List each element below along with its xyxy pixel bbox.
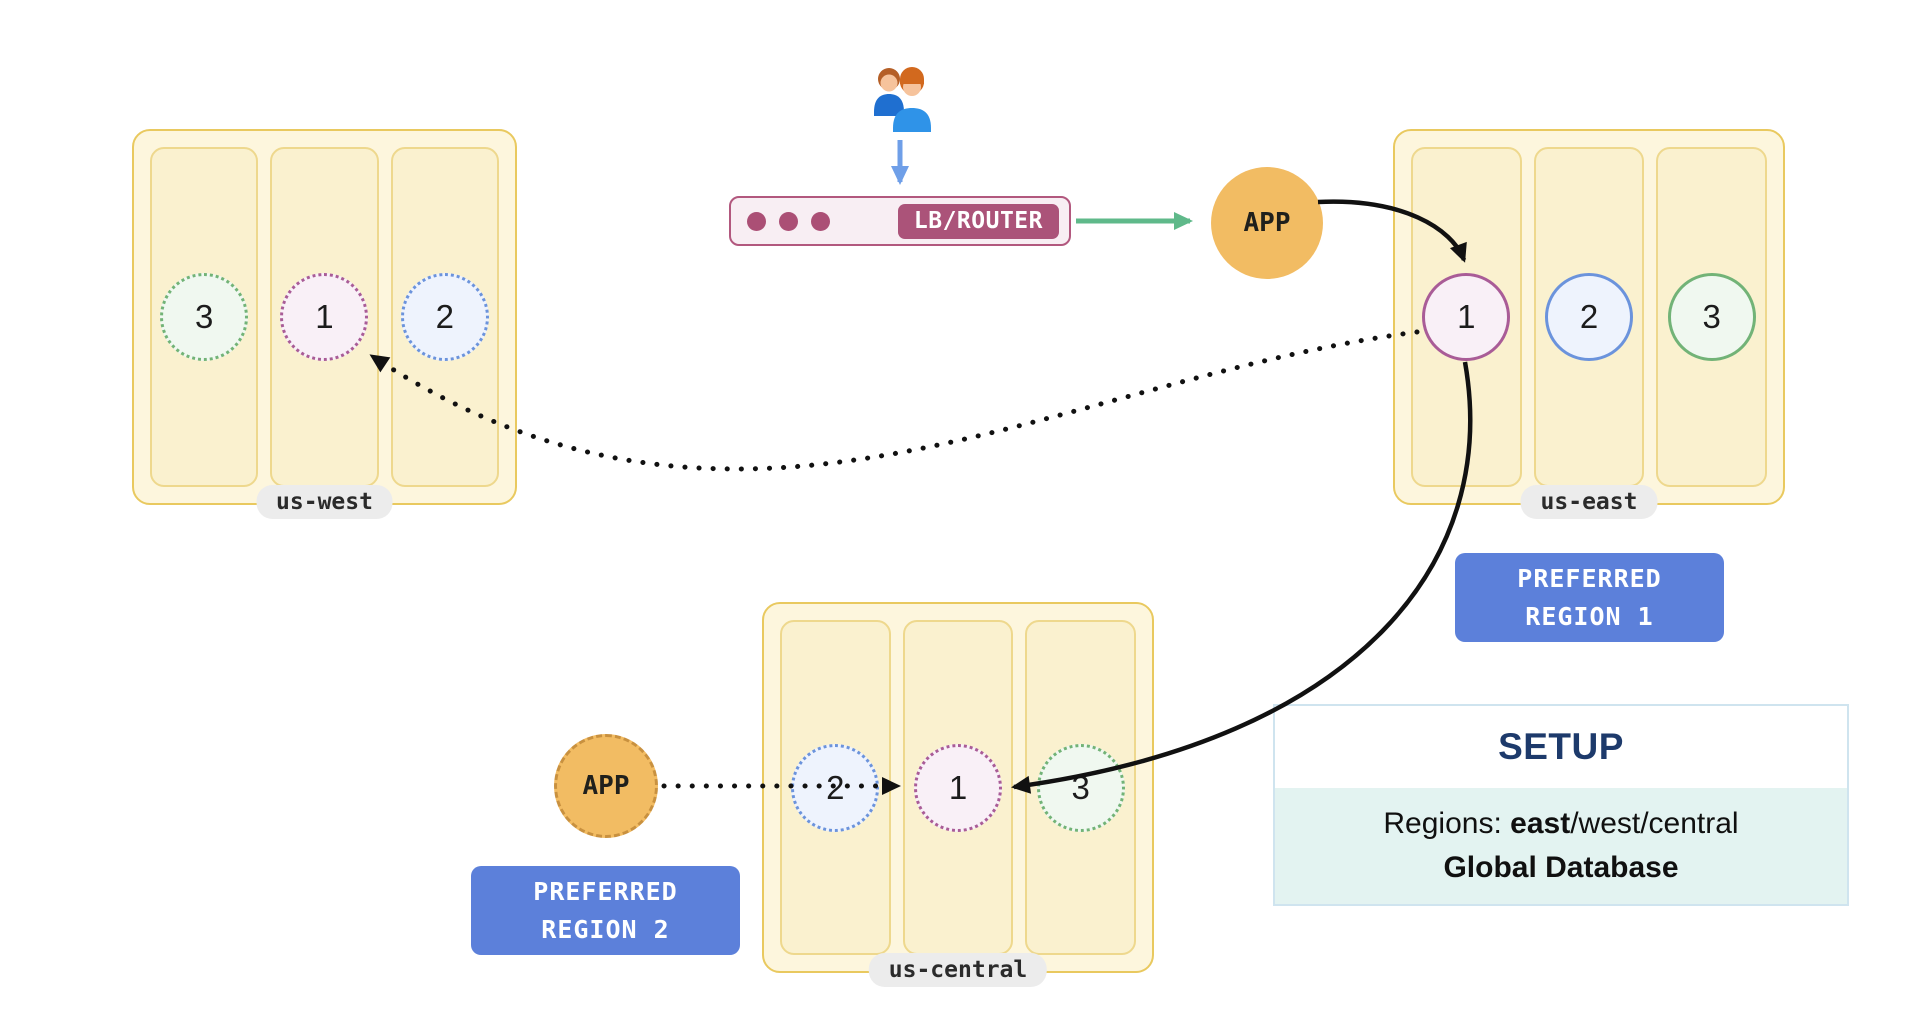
lb-dot — [747, 211, 766, 231]
az-column: 3 — [1656, 147, 1768, 487]
lb-router-badge: LB/ROUTER — [897, 203, 1059, 239]
setup-title: SETUP — [1498, 726, 1624, 767]
node-label: 2 — [1579, 298, 1599, 335]
app-node-primary: APP — [1211, 167, 1323, 279]
az-column: 2 — [1533, 147, 1645, 487]
az-column: 3 — [1025, 620, 1137, 955]
preferred-region-2-badge: PREFERRED REGION 2 — [471, 866, 740, 955]
users-icon — [874, 67, 931, 132]
replica-node: 2 — [400, 273, 489, 361]
region-us-central: 2 1 3 us-central — [762, 602, 1154, 987]
replica-node: 1 — [1422, 273, 1511, 361]
node-label: 3 — [1702, 298, 1721, 335]
replica-node: 3 — [160, 273, 249, 361]
region-label-us-central: us-central — [868, 953, 1048, 987]
az-column: 2 — [390, 147, 499, 487]
region-label-us-west: us-west — [256, 485, 393, 519]
lb-router: LB/ROUTER — [729, 196, 1071, 246]
replica-node: 3 — [1667, 273, 1756, 361]
node-label: 1 — [1457, 298, 1476, 335]
replica-node: 2 — [1545, 273, 1633, 361]
replica-node: 2 — [791, 743, 880, 832]
az-column: 1 — [270, 147, 379, 487]
setup-regions-line: Regions: east/west/central — [1383, 807, 1738, 841]
replica-node: 1 — [280, 273, 369, 361]
node-label: 2 — [435, 298, 454, 335]
node-label: 3 — [1071, 768, 1090, 806]
node-label: 3 — [194, 298, 214, 335]
setup-regions-rest: /west/central — [1570, 807, 1739, 840]
setup-regions-east: east — [1510, 807, 1571, 840]
region-us-east: 1 2 3 us-east — [1393, 129, 1785, 519]
region-us-west: 3 1 2 us-west — [132, 129, 517, 519]
app-label: APP — [582, 771, 630, 801]
app-label: APP — [1243, 208, 1291, 238]
setup-body: Regions: east/west/central Global Databa… — [1275, 788, 1847, 904]
setup-regions-prefix: Regions: — [1383, 807, 1511, 840]
replica-node: 1 — [914, 743, 1002, 832]
az-column: 3 — [150, 147, 259, 487]
lb-dot — [811, 211, 830, 231]
az-column: 1 — [902, 620, 1014, 955]
arrow-us-east-to-us-west — [369, 329, 1420, 472]
app-node-secondary: APP — [554, 734, 658, 838]
preferred-line: PREFERRED — [1517, 564, 1662, 593]
lb-dot — [779, 211, 798, 231]
preferred-line: REGION 1 — [1525, 601, 1654, 631]
replica-node: 3 — [1036, 743, 1125, 832]
az-column: 2 — [780, 620, 891, 955]
node-label: 1 — [315, 298, 334, 335]
preferred-line: PREFERRED — [533, 877, 678, 906]
node-label: 2 — [826, 768, 845, 806]
setup-panel: SETUP Regions: east/west/central Global … — [1273, 704, 1849, 906]
az-column: 1 — [1411, 147, 1522, 487]
region-label-us-east: us-east — [1520, 485, 1658, 519]
preferred-line: REGION 2 — [541, 914, 670, 944]
preferred-region-1-badge: PREFERRED REGION 1 — [1455, 553, 1724, 642]
setup-global-db-line: Global Database — [1443, 851, 1679, 884]
node-label: 1 — [948, 768, 968, 806]
